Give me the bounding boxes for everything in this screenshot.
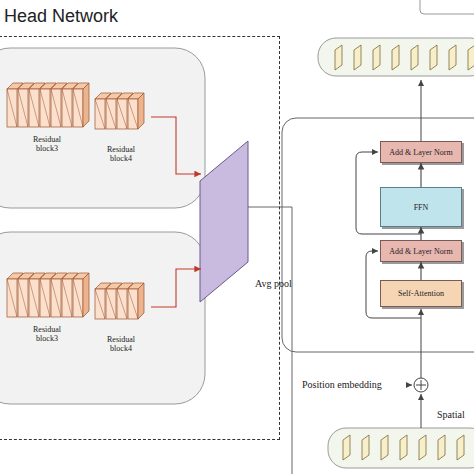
node-label: Add & Layer Norm	[389, 148, 452, 157]
block-stack	[91, 89, 151, 133]
avg-pool: Avg pool	[199, 139, 249, 304]
free-label: Position embedding	[302, 379, 382, 390]
sum-symbol	[414, 378, 428, 392]
node-label: Self-Attention	[398, 289, 444, 298]
node-label: FFN	[414, 203, 429, 212]
attention-box: Self-Attention	[380, 280, 462, 307]
block-stack	[3, 269, 91, 321]
input-arrow	[421, 394, 422, 428]
input-arrow	[421, 309, 422, 378]
pool-plane	[199, 139, 249, 304]
output-arrow	[421, 80, 422, 141]
token-strip	[318, 38, 474, 76]
connector-arrow	[151, 269, 201, 307]
connector-arrow	[420, 227, 421, 240]
encoder-frame	[282, 118, 474, 352]
free-label: Spatial	[437, 409, 465, 420]
ffn-box: FFN	[380, 187, 462, 227]
block-stack	[91, 279, 151, 323]
token-strip	[328, 428, 474, 468]
norm-box: Add & Layer Norm	[380, 240, 462, 262]
top-panel	[0, 48, 205, 208]
node-label: Residual block3	[25, 325, 69, 343]
node-label: Add & Layer Norm	[389, 247, 452, 256]
node-label: Residual block4	[99, 335, 143, 353]
connector-arrow	[151, 117, 201, 174]
node-label: Residual block3	[25, 135, 69, 153]
residual-block: Residual block3	[3, 79, 91, 169]
norm-box: Add & Layer Norm	[380, 141, 462, 163]
residual-block: Residual block4	[91, 89, 151, 169]
residual-block: Residual block4	[91, 279, 151, 359]
top-box	[420, 0, 474, 14]
sum-symbol	[416, 380, 426, 390]
block-stack	[3, 79, 91, 131]
connector-arrow	[420, 262, 421, 280]
head-network-group: Head NetworkResidual block3Residual bloc…	[0, 36, 280, 440]
residual-block: Residual block3	[3, 269, 91, 359]
group-heading: Head Network	[4, 6, 118, 27]
node-label: Residual block4	[99, 145, 143, 163]
bottom-panel	[0, 232, 205, 404]
connector-arrow	[420, 163, 421, 187]
node-label: Avg pool	[255, 278, 292, 289]
embed-arrow	[407, 385, 412, 386]
